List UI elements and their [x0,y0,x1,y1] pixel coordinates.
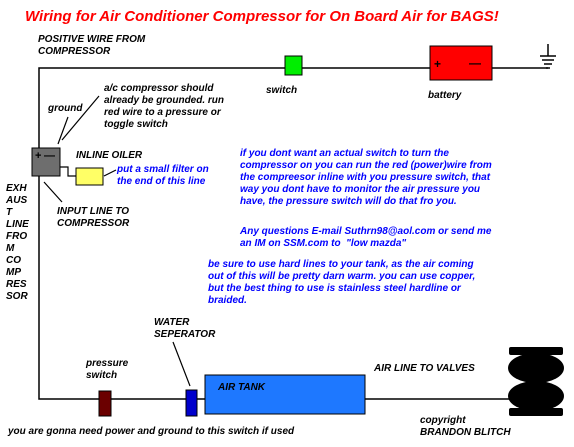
oiler-arrow [103,169,117,177]
exhaust-line [38,176,205,400]
input-line-arrow [43,181,63,203]
power-note: you are gonna need power and ground to t… [8,426,295,437]
air-bag-icon [508,347,564,416]
battery-plus-sign: + [434,57,442,71]
inline-oiler [75,167,104,186]
oiler-line [60,166,76,177]
battery-minus-sign: — [469,56,481,70]
page-title: Wiring for Air Conditioner Compressor fo… [25,8,499,25]
inline-oiler-label: INLINE OILER [76,150,143,161]
compressor [31,147,61,177]
ground-arrow [57,116,69,145]
positive-wire [38,67,430,148]
water-separator [185,389,198,417]
pressure-switch [98,390,112,417]
air-line-label: AIR LINE TO VALVES [374,363,475,374]
switch-label: switch [266,85,298,96]
questions-note: Any questions E-mail Suthrn98@aol.com or… [240,226,492,249]
battery-label: battery [428,90,462,101]
pressure-switch-label: pressure switch [86,358,129,381]
battery [429,45,493,81]
copyright-label: copyright BRANDON BLITCH [420,415,511,438]
air-tank [204,374,366,415]
input-line-label: INPUT LINE TO COMPRESSOR [57,206,130,229]
hard-lines-note: be sure to use hard lines to your tank, … [208,259,476,306]
oiler-note: put a small filter on the end of this li… [117,164,209,187]
positive-wire-label: POSITIVE WIRE FROM COMPRESSOR [38,34,146,57]
switch [284,55,303,76]
air-tank-label: AIR TANK [218,382,266,393]
water-separator-arrow [172,341,191,387]
switch-note: if you dont want an actual switch to tur… [240,148,492,207]
ac-note-arrow [61,95,100,141]
compressor-minus-sign: — [44,150,55,162]
ground-label: ground [48,103,83,114]
water-separator-label: WATER SEPERATOR [154,317,216,340]
ground-symbol-icon [540,44,556,69]
ac-compressor-note: a/c compressor should already be grounde… [104,83,225,130]
compressor-plus-sign: + [35,150,42,162]
exhaust-line-label: EXH AUS T LINE FRO M CO MP RES SOR [6,183,29,302]
